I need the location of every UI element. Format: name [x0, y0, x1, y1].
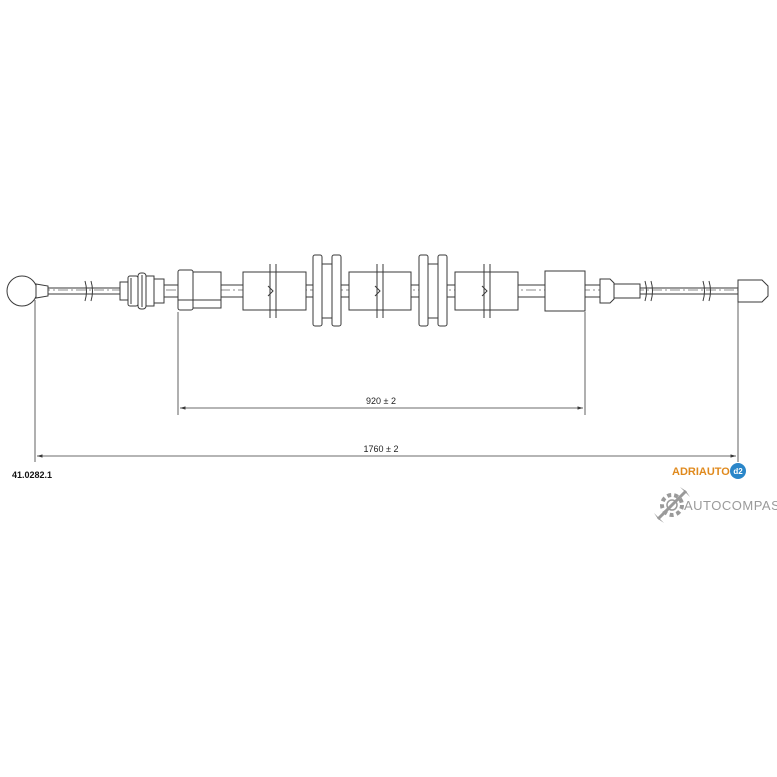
sleeve-segment-1 [242, 264, 307, 318]
adriauto-logo: ADRIAUTO d2 [672, 463, 746, 479]
break-mark-right-2 [702, 280, 711, 302]
ferrule-left [177, 269, 222, 311]
gear-wrench-icon [654, 487, 690, 523]
break-mark-left [84, 280, 93, 302]
part-number: 41.0282.1 [12, 470, 52, 480]
end-fitting-right [599, 278, 641, 304]
adriauto-badge [730, 463, 746, 479]
sleeve-segment-2 [348, 264, 412, 318]
dimension-inner-label: 920 ± 2 [366, 396, 396, 406]
mounting-clamp-2 [418, 254, 448, 327]
ball-end-left [6, 275, 38, 307]
barrel-end-right [737, 279, 769, 303]
autocompas-text: AUTOCOMPAS [684, 498, 777, 513]
adriauto-logo-text: ADRIAUTO [672, 466, 730, 478]
autocompas-watermark: AUTOCOMPAS [654, 487, 777, 523]
dimension-overall: 1760 ± 2 [34, 300, 739, 462]
ball-neck [35, 283, 49, 299]
end-fitting-left [119, 272, 165, 310]
break-mark-right-1 [644, 280, 653, 302]
dimension-inner: 920 ± 2 [177, 312, 586, 415]
adriauto-badge-text: d2 [733, 467, 743, 476]
cable-assembly [6, 254, 769, 327]
sleeve-segment-3 [454, 264, 519, 318]
ferrule-right [544, 270, 586, 312]
mounting-clamp-1 [312, 254, 342, 327]
dimension-overall-label: 1760 ± 2 [364, 444, 399, 454]
